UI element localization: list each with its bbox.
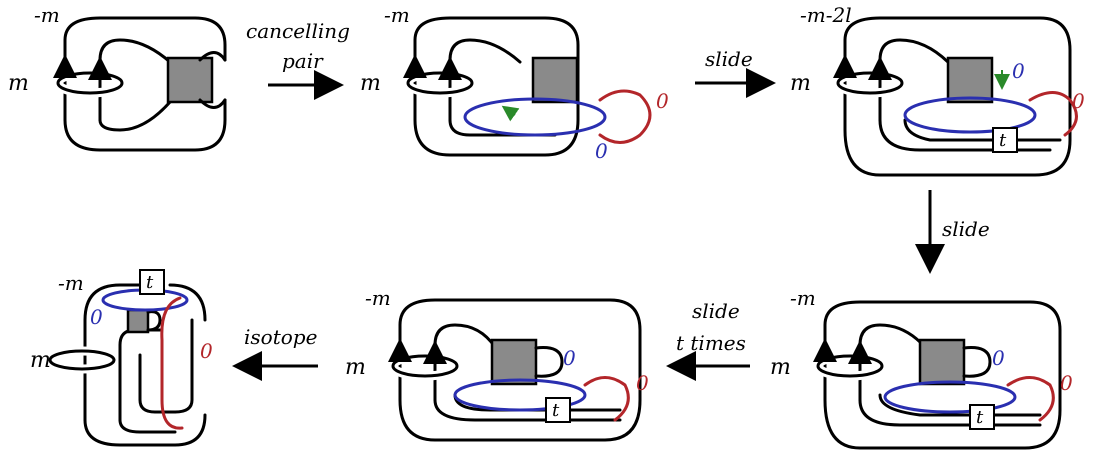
blue-circle (453, 378, 587, 412)
label-top: -m (365, 286, 391, 310)
coupon-box (531, 56, 579, 104)
arrow-2-label: slide (705, 47, 753, 71)
label-blue: 0 (563, 346, 576, 370)
arrow-1: cancelling pair (246, 19, 350, 100)
label-red: 0 (1072, 89, 1085, 113)
panel-6: t -m m 0 0 (30, 269, 213, 447)
red-circle (160, 296, 184, 430)
label-left: m (8, 71, 29, 96)
t-box-label: t (976, 407, 984, 428)
t-box-label: t (552, 400, 560, 421)
label-left: m (345, 355, 366, 380)
arrow-2: slide (695, 47, 776, 98)
panel-1: -m m (8, 3, 227, 152)
arrow-4-label-line2: t times (676, 331, 746, 355)
label-red: 0 (656, 89, 669, 113)
label-top: -m (790, 286, 816, 310)
red-circle (1028, 91, 1078, 137)
label-red: 0 (636, 371, 649, 395)
coupon-box (126, 308, 150, 334)
arrow-3-label: slide (942, 217, 990, 241)
arrow-4-label-line1: slide (692, 299, 740, 323)
coupon-box (166, 56, 214, 104)
arrow-1-label-line1: cancelling (246, 19, 350, 43)
label-top: -m (34, 3, 60, 27)
t-box-label: t (999, 130, 1007, 151)
label-top: -m (384, 3, 410, 27)
arrow-3: slide (915, 190, 990, 274)
label-left: m (30, 348, 51, 373)
arrow-5: isotope (232, 325, 318, 381)
red-circle (598, 89, 652, 144)
blue-circle (903, 96, 1037, 134)
red-circle (1006, 376, 1055, 422)
label-blue: 0 (595, 139, 608, 163)
panel-3: t -m-2l m 0 0 (790, 3, 1085, 177)
label-top: -m (58, 271, 84, 295)
label-red: 0 (200, 339, 213, 363)
panel-4: t -m m 0 0 (770, 286, 1073, 450)
label-blue: 0 (90, 305, 103, 329)
coupon-box (946, 56, 994, 104)
blue-circle (883, 380, 1017, 414)
label-left: m (360, 71, 381, 96)
coupon-box (918, 338, 966, 386)
label-red: 0 (1060, 371, 1073, 395)
arrow-1-label-line2: pair (282, 49, 324, 73)
arrow-4: slide t times (666, 299, 750, 381)
label-blue: 0 (992, 346, 1005, 370)
label-blue: 0 (1012, 59, 1025, 83)
panel-5: t -m m 0 0 (345, 286, 649, 442)
arrow-5-label: isotope (244, 325, 317, 349)
coupon-box (490, 338, 538, 386)
label-left: m (770, 355, 791, 380)
t-box-label: t (146, 272, 154, 293)
red-circle (583, 376, 630, 422)
blue-circle (463, 97, 607, 137)
label-top: -m-2l (800, 3, 852, 27)
label-left: m (790, 71, 811, 96)
panel-2: -m m 0 0 (360, 3, 669, 163)
